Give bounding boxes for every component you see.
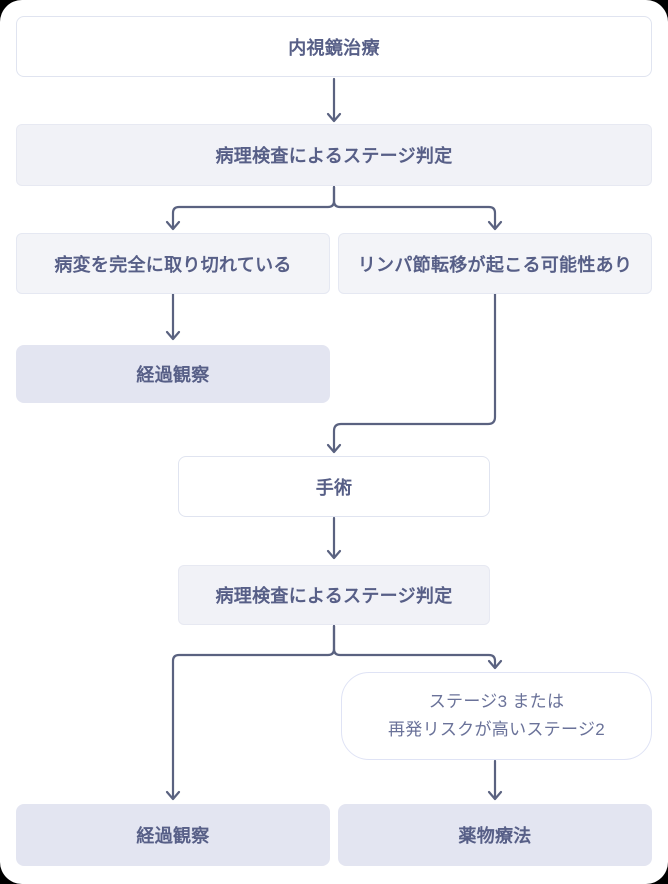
- arrowhead-down-icon: [326, 443, 342, 454]
- node-drug-therapy-label: 薬物療法: [458, 826, 532, 846]
- node-followup-2-label: 経過観察: [136, 826, 210, 846]
- node-endoscopic-treatment: 内視鏡治療: [16, 16, 652, 77]
- arrowhead-down-icon: [487, 659, 503, 670]
- node-stage3-condition-line1: ステージ3 または: [428, 691, 565, 711]
- node-followup-2: 経過観察: [16, 804, 330, 866]
- node-drug-therapy: 薬物療法: [338, 804, 652, 866]
- node-surgery: 手術: [178, 456, 490, 517]
- node-surgery-label: 手術: [315, 477, 353, 498]
- connector-staging2-to-followup2: [165, 624, 336, 801]
- arrowhead-down-icon: [487, 220, 503, 231]
- node-lymph-node-risk: リンパ節転移が起こる可能性あり: [338, 233, 652, 294]
- node-stage3-condition: ステージ3 または 再発リスクが高いステージ2: [341, 672, 652, 760]
- connector-endoscopic-to-staging1: [326, 77, 342, 123]
- arrowhead-down-icon: [165, 330, 181, 341]
- node-complete-resection: 病変を完全に取り切れている: [16, 233, 330, 294]
- connector-staging1-to-resection: [165, 185, 336, 231]
- connector-stage3-to-drug: [487, 759, 503, 801]
- connector-resection-to-followup1: [165, 292, 181, 341]
- arrowhead-down-icon: [487, 790, 503, 801]
- node-complete-resection-label: 病変を完全に取り切れている: [54, 254, 292, 275]
- node-lymph-node-risk-label: リンパ節転移が起こる可能性あり: [357, 254, 633, 275]
- node-pathology-staging-2: 病理検査によるステージ判定: [178, 565, 490, 625]
- arrowhead-down-icon: [326, 112, 342, 123]
- node-endoscopic-treatment-label: 内視鏡治療: [288, 37, 380, 58]
- node-pathology-staging-1: 病理検査によるステージ判定: [16, 124, 652, 186]
- node-stage3-condition-line2: 再発リスクが高いステージ2: [387, 720, 605, 739]
- connector-staging1-to-lymph: [332, 185, 503, 231]
- connector-staging2-to-stage3: [332, 624, 503, 670]
- node-pathology-staging-1-label: 病理検査によるステージ判定: [215, 146, 453, 166]
- arrowhead-down-icon: [326, 549, 342, 560]
- connector-lymph-to-surgery: [326, 292, 497, 454]
- connector-surgery-to-staging2: [326, 516, 342, 560]
- arrowhead-down-icon: [165, 220, 181, 231]
- node-followup-1: 経過観察: [16, 345, 330, 403]
- node-followup-1-label: 経過観察: [136, 365, 210, 385]
- node-pathology-staging-2-label: 病理検査によるステージ判定: [215, 586, 453, 606]
- arrowhead-down-icon: [165, 790, 181, 801]
